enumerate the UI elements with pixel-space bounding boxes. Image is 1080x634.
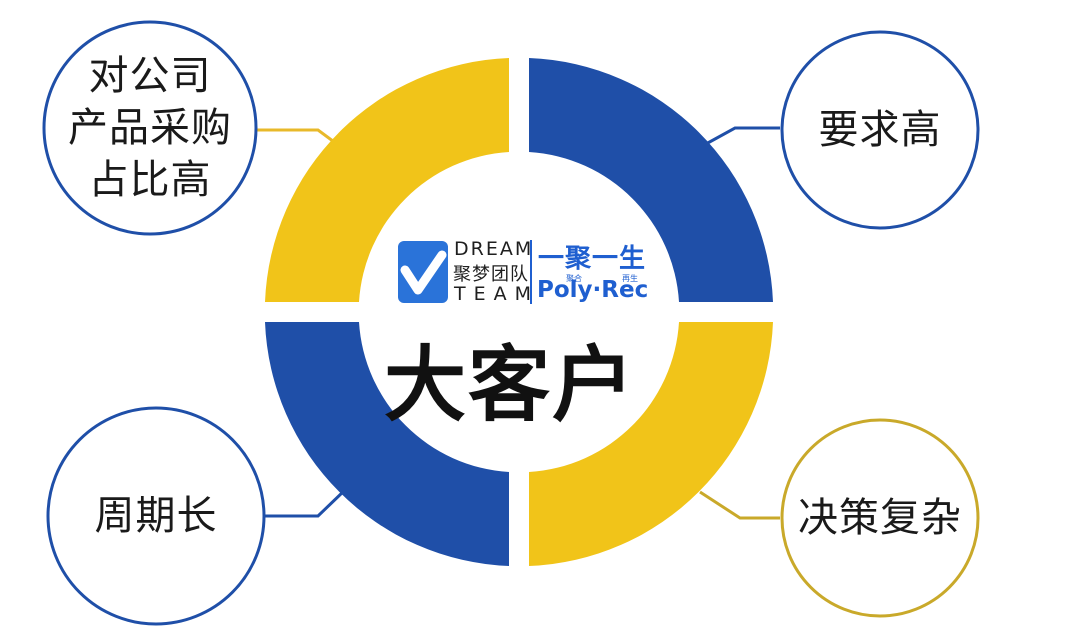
bubble-bottom-left (46, 406, 266, 626)
ring-segment-top-left (265, 58, 509, 302)
bubble-top-right (780, 30, 980, 230)
bubble-line: 产品采购 (68, 105, 232, 151)
logo-brand-cn: 聚梦团队 (453, 264, 529, 285)
center-title: 大客户 (383, 336, 636, 433)
bubble-line: 对公司 (88, 53, 212, 99)
logo-brand-en-bottom: TEAM (454, 283, 540, 305)
bubble-label-bottom-left: 周期长 (66, 486, 246, 546)
connector-bottom-right (699, 490, 780, 520)
ring-segment-top-right (529, 58, 773, 302)
bubble-line: 占比高 (88, 157, 212, 203)
bubble-label-top-right: 要求高 (790, 100, 970, 160)
logo-brand-en-top: DREAM (454, 238, 534, 260)
bubble-top-left (42, 20, 258, 236)
logo-tag-right: 再生 (622, 274, 638, 283)
bubble-bottom-right (780, 418, 980, 618)
bubble-label-top-left: 对公司 产品采购 占比高 (54, 50, 246, 206)
bubble-line: 周期长 (94, 493, 218, 539)
dream-team-logo-icon (398, 241, 448, 303)
logo-tag-left: 聚合 (566, 274, 582, 283)
logo-poly-rec: Poly·Rec (537, 277, 649, 303)
connector-bottom-left (264, 488, 347, 518)
logo-slogan: 一聚一生 (538, 244, 647, 274)
ring-segment-bottom-left (265, 322, 509, 566)
bubble-line: 要求高 (818, 107, 942, 153)
bubble-label-bottom-right: 决策复杂 (790, 488, 970, 548)
bubble-line: 决策复杂 (798, 495, 962, 541)
ring-segment-bottom-right (529, 322, 773, 566)
